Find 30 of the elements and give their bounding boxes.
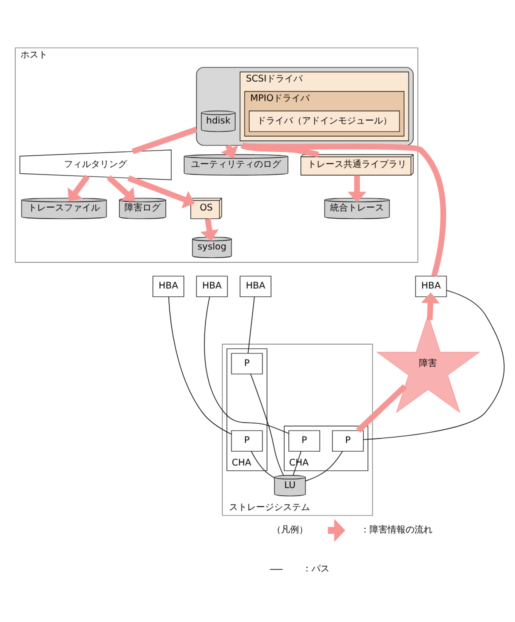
connector (204, 296, 289, 434)
legend-label: ：障害情報の流れ (360, 524, 433, 536)
arrow (348, 174, 366, 202)
node-box: HBA (196, 275, 228, 297)
connector (305, 450, 343, 481)
arrow (421, 292, 440, 320)
connector (250, 450, 275, 478)
node-box: P (332, 430, 364, 452)
label: （凡例） (272, 524, 308, 536)
connector (363, 289, 504, 440)
connector (248, 296, 255, 354)
legend-label: ：パス (302, 563, 330, 574)
node-box: P (231, 352, 263, 374)
node-box: P (231, 430, 263, 452)
connector (168, 296, 232, 434)
node-box: HBA (152, 275, 184, 297)
cluster (196, 66, 414, 146)
arrow (127, 174, 195, 208)
node-box: HBA (415, 275, 447, 297)
arrow (200, 218, 219, 241)
connector (241, 142, 446, 276)
arrow (106, 174, 135, 201)
connector (356, 384, 407, 432)
node-box: HBA (240, 275, 272, 297)
node-box: P (288, 430, 320, 452)
connector (132, 126, 198, 154)
node-box: フィルタリング (20, 149, 172, 180)
arrow (68, 174, 90, 201)
node-box: ドライバ（アドインモジュール） (248, 110, 400, 132)
connector (250, 373, 284, 476)
